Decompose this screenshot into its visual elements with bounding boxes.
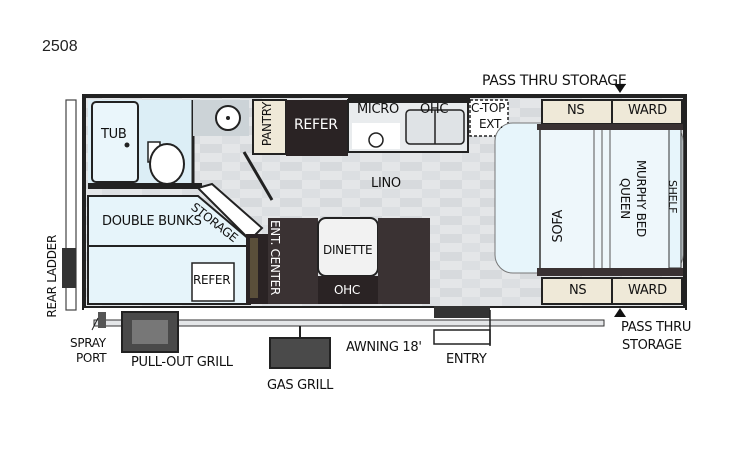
dinette-bench-right: [378, 218, 430, 304]
sofa-label: SOFA: [551, 210, 566, 243]
entry-label: ENTRY: [446, 352, 487, 367]
ns-bottom-label: NS: [569, 283, 587, 298]
shelf-label: SHELF: [666, 180, 679, 214]
ward-bottom-box: [611, 277, 683, 305]
refer-bunk: [191, 262, 235, 302]
ward-bottom-label: WARD: [628, 283, 667, 298]
dinette-bench-left: [268, 218, 318, 304]
tub-drain-icon: [124, 142, 130, 148]
awning: [93, 319, 605, 327]
pass-thru-storage-top-label: PASS THRU STORAGE: [482, 73, 627, 89]
gas-grill: [269, 337, 331, 369]
pullout-grill-label: PULL-OUT GRILL: [131, 355, 233, 370]
pantry-label: PANTRY: [260, 102, 274, 147]
port-label: PORT: [76, 351, 107, 365]
awning-label: AWNING 18': [346, 340, 422, 355]
toilet-icon: [149, 143, 185, 185]
pass-thru-bottom-label-1: PASS THRU: [621, 320, 692, 335]
rear-ladder: [65, 99, 77, 311]
pass-thru-bottom-label-2: STORAGE: [622, 338, 682, 353]
storage-diagonal: [196, 182, 264, 242]
refer-bunk-label: REFER: [193, 273, 231, 287]
spray-label: SPRAY: [70, 336, 106, 350]
ohc-dinette-label: OHC: [334, 283, 360, 297]
gas-grill-label: GAS GRILL: [267, 378, 334, 393]
tub: [91, 101, 139, 183]
ward-top-label: WARD: [628, 103, 667, 118]
ohc-dinette: [318, 276, 378, 304]
refer-kitchen-label: REFER: [294, 117, 338, 133]
lino-label: LINO: [371, 176, 401, 191]
rear-ladder-label: REAR LADDER: [45, 235, 59, 318]
burner-icon: [368, 132, 384, 148]
entry-step: [434, 306, 490, 318]
ns-bottom-box: [541, 277, 613, 305]
double-bunks-label: DOUBLE BUNKS: [102, 214, 202, 229]
model-number: 2508: [42, 38, 78, 55]
ohc-kitchen-label: OHC: [420, 102, 449, 117]
queen-label: QUEEN: [618, 178, 632, 219]
spray-port: [98, 312, 106, 328]
dinette-label: DINETTE: [323, 243, 373, 257]
c-top-label: C-TOP: [471, 101, 506, 115]
murphy-bed-label: MURPHY BED: [634, 160, 648, 237]
pass-thru-top-arrow-icon: [614, 84, 626, 93]
c-top-ext-label: EXT.: [479, 117, 504, 131]
micro-label: MICRO: [357, 102, 399, 117]
ent-center-label: ENT. CENTER: [268, 220, 282, 295]
pantry: [252, 99, 287, 155]
tub-label: TUB: [101, 127, 127, 142]
pass-thru-bottom-arrow-icon: [614, 308, 626, 317]
ns-top-label: NS: [567, 103, 585, 118]
refer-kitchen: [286, 100, 348, 156]
